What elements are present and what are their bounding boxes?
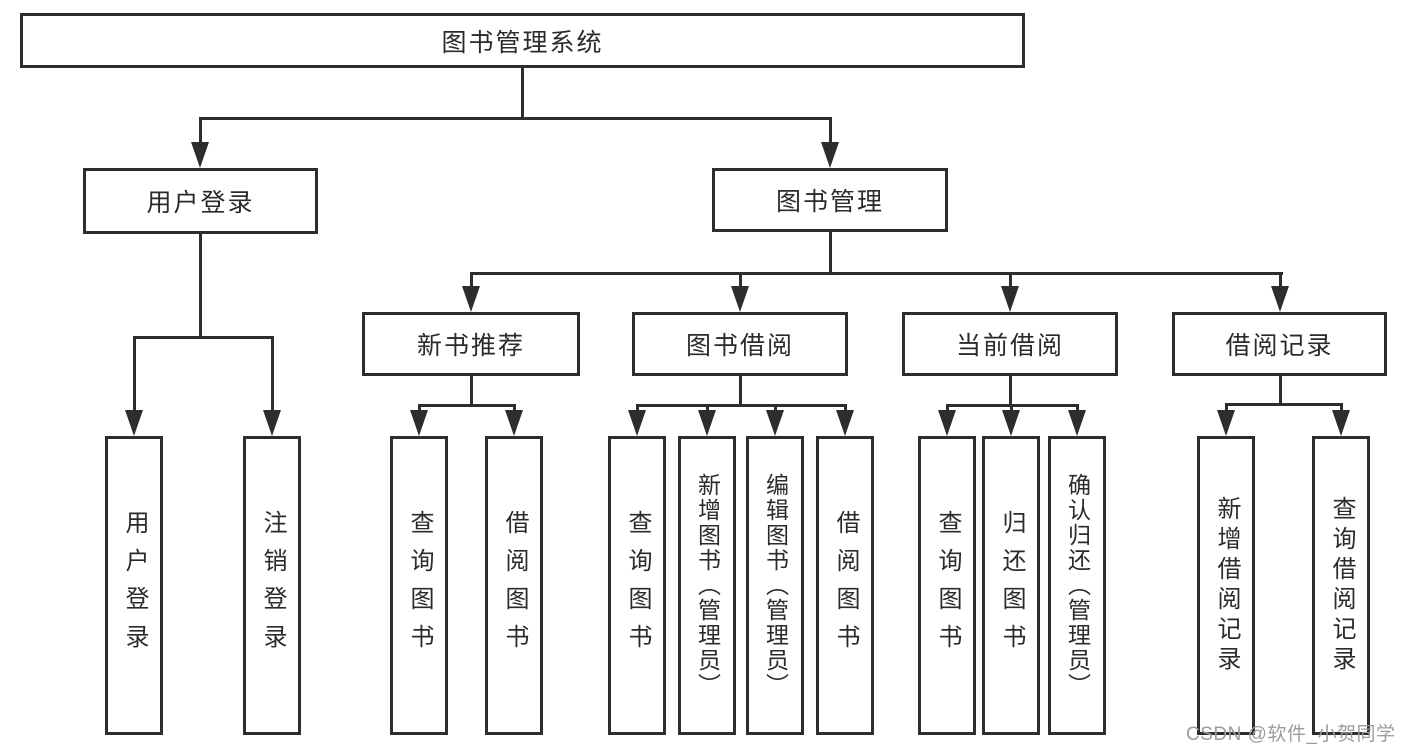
connector-to-leaf xyxy=(132,336,136,410)
leaf-query-books-recommend: 查询图书 xyxy=(390,436,448,735)
connector-to-leaf xyxy=(512,404,516,410)
leaf-return-books: 归还图书 xyxy=(982,436,1040,735)
arrow-down-icon xyxy=(1332,410,1350,436)
leaf-add-book-admin: 新增图书（管理员） xyxy=(678,436,736,735)
connector-to-book-mgmt xyxy=(828,117,832,143)
arrow-down-icon xyxy=(263,410,281,436)
connector-user-login-stem xyxy=(198,234,202,338)
node-book-management: 图书管理 xyxy=(712,168,948,232)
connector-root-bar xyxy=(198,116,832,120)
connector-to-leaf xyxy=(270,336,274,410)
leaf-edit-book-admin: 编辑图书（管理员） xyxy=(746,436,804,735)
connector-borrowing-bar xyxy=(635,404,847,407)
connector-to-leaf xyxy=(1224,403,1228,410)
arrow-down-icon xyxy=(731,286,749,312)
arrow-down-icon xyxy=(938,410,956,436)
arrow-down-icon xyxy=(191,142,209,168)
leaf-user-login: 用户登录 xyxy=(105,436,163,735)
arrow-down-icon xyxy=(1217,410,1235,436)
connector-to-leaf xyxy=(417,404,421,410)
connector-recommend-bar xyxy=(417,404,516,407)
leaf-query-books-borrowing: 查询图书 xyxy=(608,436,666,735)
connector-book-mgmt-stem xyxy=(828,232,832,274)
leaf-add-borrow-record: 新增借阅记录 xyxy=(1197,436,1255,735)
arrow-down-icon xyxy=(821,142,839,168)
connector-to-current xyxy=(1008,272,1012,286)
leaf-borrow-books-recommend: 借阅图书 xyxy=(485,436,543,735)
csdn-watermark: CSDN @软件_小贺同学 xyxy=(1186,724,1396,745)
connector-book-mgmt-bar xyxy=(469,271,1283,275)
connector-to-leaf xyxy=(705,404,709,410)
node-borrowing-records: 借阅记录 xyxy=(1172,312,1387,376)
connector-user-login-bar xyxy=(132,335,274,339)
arrow-down-icon xyxy=(410,410,428,436)
leaf-query-books-current: 查询图书 xyxy=(918,436,976,735)
arrow-down-icon xyxy=(1271,286,1289,312)
connector-to-leaf xyxy=(635,404,639,410)
arrow-down-icon xyxy=(836,410,854,436)
connector-to-records xyxy=(1278,272,1282,286)
connector-to-leaf xyxy=(843,404,847,410)
connector-records-stem xyxy=(1278,376,1282,404)
arrow-down-icon xyxy=(1068,410,1086,436)
connector-to-leaf xyxy=(773,404,777,410)
connector-to-leaf xyxy=(945,404,949,410)
arrow-down-icon xyxy=(1001,286,1019,312)
connector-to-leaf xyxy=(1075,404,1079,410)
node-new-book-recommendation: 新书推荐 xyxy=(362,312,580,376)
arrow-down-icon xyxy=(505,410,523,436)
connector-to-user-login xyxy=(198,117,202,143)
leaf-query-borrow-record: 查询借阅记录 xyxy=(1312,436,1370,735)
node-user-login: 用户登录 xyxy=(83,168,318,234)
connector-current-stem xyxy=(1008,376,1012,407)
connector-to-recommend xyxy=(469,272,473,286)
arrow-down-icon xyxy=(698,410,716,436)
arrow-down-icon xyxy=(1002,410,1020,436)
arrow-down-icon xyxy=(125,410,143,436)
node-current-borrowing: 当前借阅 xyxy=(902,312,1118,376)
connector-recommend-stem xyxy=(469,376,473,407)
arrow-down-icon xyxy=(766,410,784,436)
arrow-down-icon xyxy=(462,286,480,312)
leaf-confirm-return-admin: 确认归还（管理员） xyxy=(1048,436,1106,735)
connector-to-borrowing xyxy=(738,272,742,286)
leaf-logout: 注销登录 xyxy=(243,436,301,735)
connector-borrowing-stem xyxy=(738,376,742,407)
connector-root-stem xyxy=(520,68,524,118)
node-root-library-system: 图书管理系统 xyxy=(20,13,1025,68)
connector-to-leaf xyxy=(1009,404,1013,410)
leaf-borrow-books: 借阅图书 xyxy=(816,436,874,735)
connector-records-bar xyxy=(1224,402,1343,406)
node-book-borrowing: 图书借阅 xyxy=(632,312,848,376)
connector-to-leaf xyxy=(1339,403,1343,410)
arrow-down-icon xyxy=(628,410,646,436)
